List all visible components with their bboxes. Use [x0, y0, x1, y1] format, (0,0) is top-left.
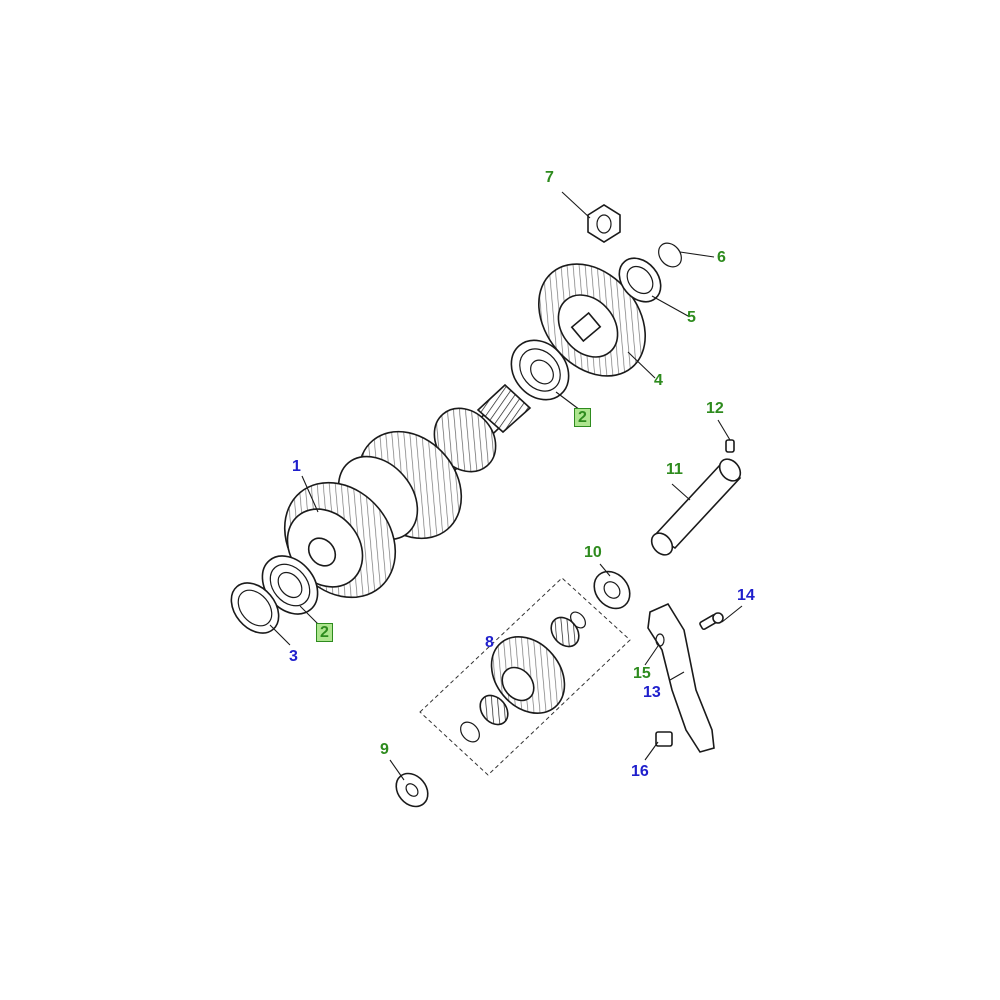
callout-13[interactable]: 13	[643, 684, 661, 701]
callout-5[interactable]: 5	[687, 309, 696, 326]
idler-bush	[593, 570, 631, 610]
front-bearing	[261, 555, 319, 615]
callout-14[interactable]: 14	[737, 587, 755, 604]
front-shim	[230, 582, 280, 634]
bracket-bolt	[699, 612, 724, 631]
countershaft-assembly	[230, 383, 532, 634]
reverse-idler-kit-box	[419, 577, 631, 776]
callout-3[interactable]: 3	[289, 648, 298, 665]
callout-6[interactable]: 6	[717, 249, 726, 266]
callout-11[interactable]: 11	[666, 461, 683, 478]
idler-needle-bearing-lower	[479, 694, 509, 726]
idler-gear	[490, 636, 566, 714]
callout-1[interactable]: 1	[292, 458, 301, 475]
idler-clip	[460, 721, 480, 743]
shaft-spline-end	[476, 383, 532, 434]
idler-shaft	[650, 458, 742, 556]
callout-10[interactable]: 10	[584, 544, 602, 561]
callout-9[interactable]: 9	[380, 741, 389, 758]
callout-4[interactable]: 4	[654, 372, 663, 389]
shaft-plug	[725, 439, 735, 453]
middle-gear-cluster	[337, 430, 463, 541]
idler-thrust-washer	[395, 772, 429, 808]
rear-small-gear	[433, 407, 497, 473]
leader-lines	[269, 191, 743, 781]
bracket-clip	[655, 731, 673, 747]
callout-12[interactable]: 12	[706, 400, 724, 417]
callout-15[interactable]: 15	[633, 665, 651, 682]
idler-needle-bearing-upper	[550, 616, 580, 648]
idler-clip-upper	[570, 611, 586, 629]
callout-16[interactable]: 16	[631, 763, 649, 780]
callout-2-front[interactable]: 2	[316, 623, 333, 642]
circlip	[658, 242, 682, 268]
callout-7[interactable]: 7	[545, 169, 554, 186]
callout-8[interactable]: 8	[485, 634, 494, 651]
overdrive-gear	[538, 263, 646, 377]
bracket-washer	[655, 633, 665, 647]
hex-nut	[587, 204, 621, 243]
callout-2-rear[interactable]: 2	[574, 408, 591, 427]
